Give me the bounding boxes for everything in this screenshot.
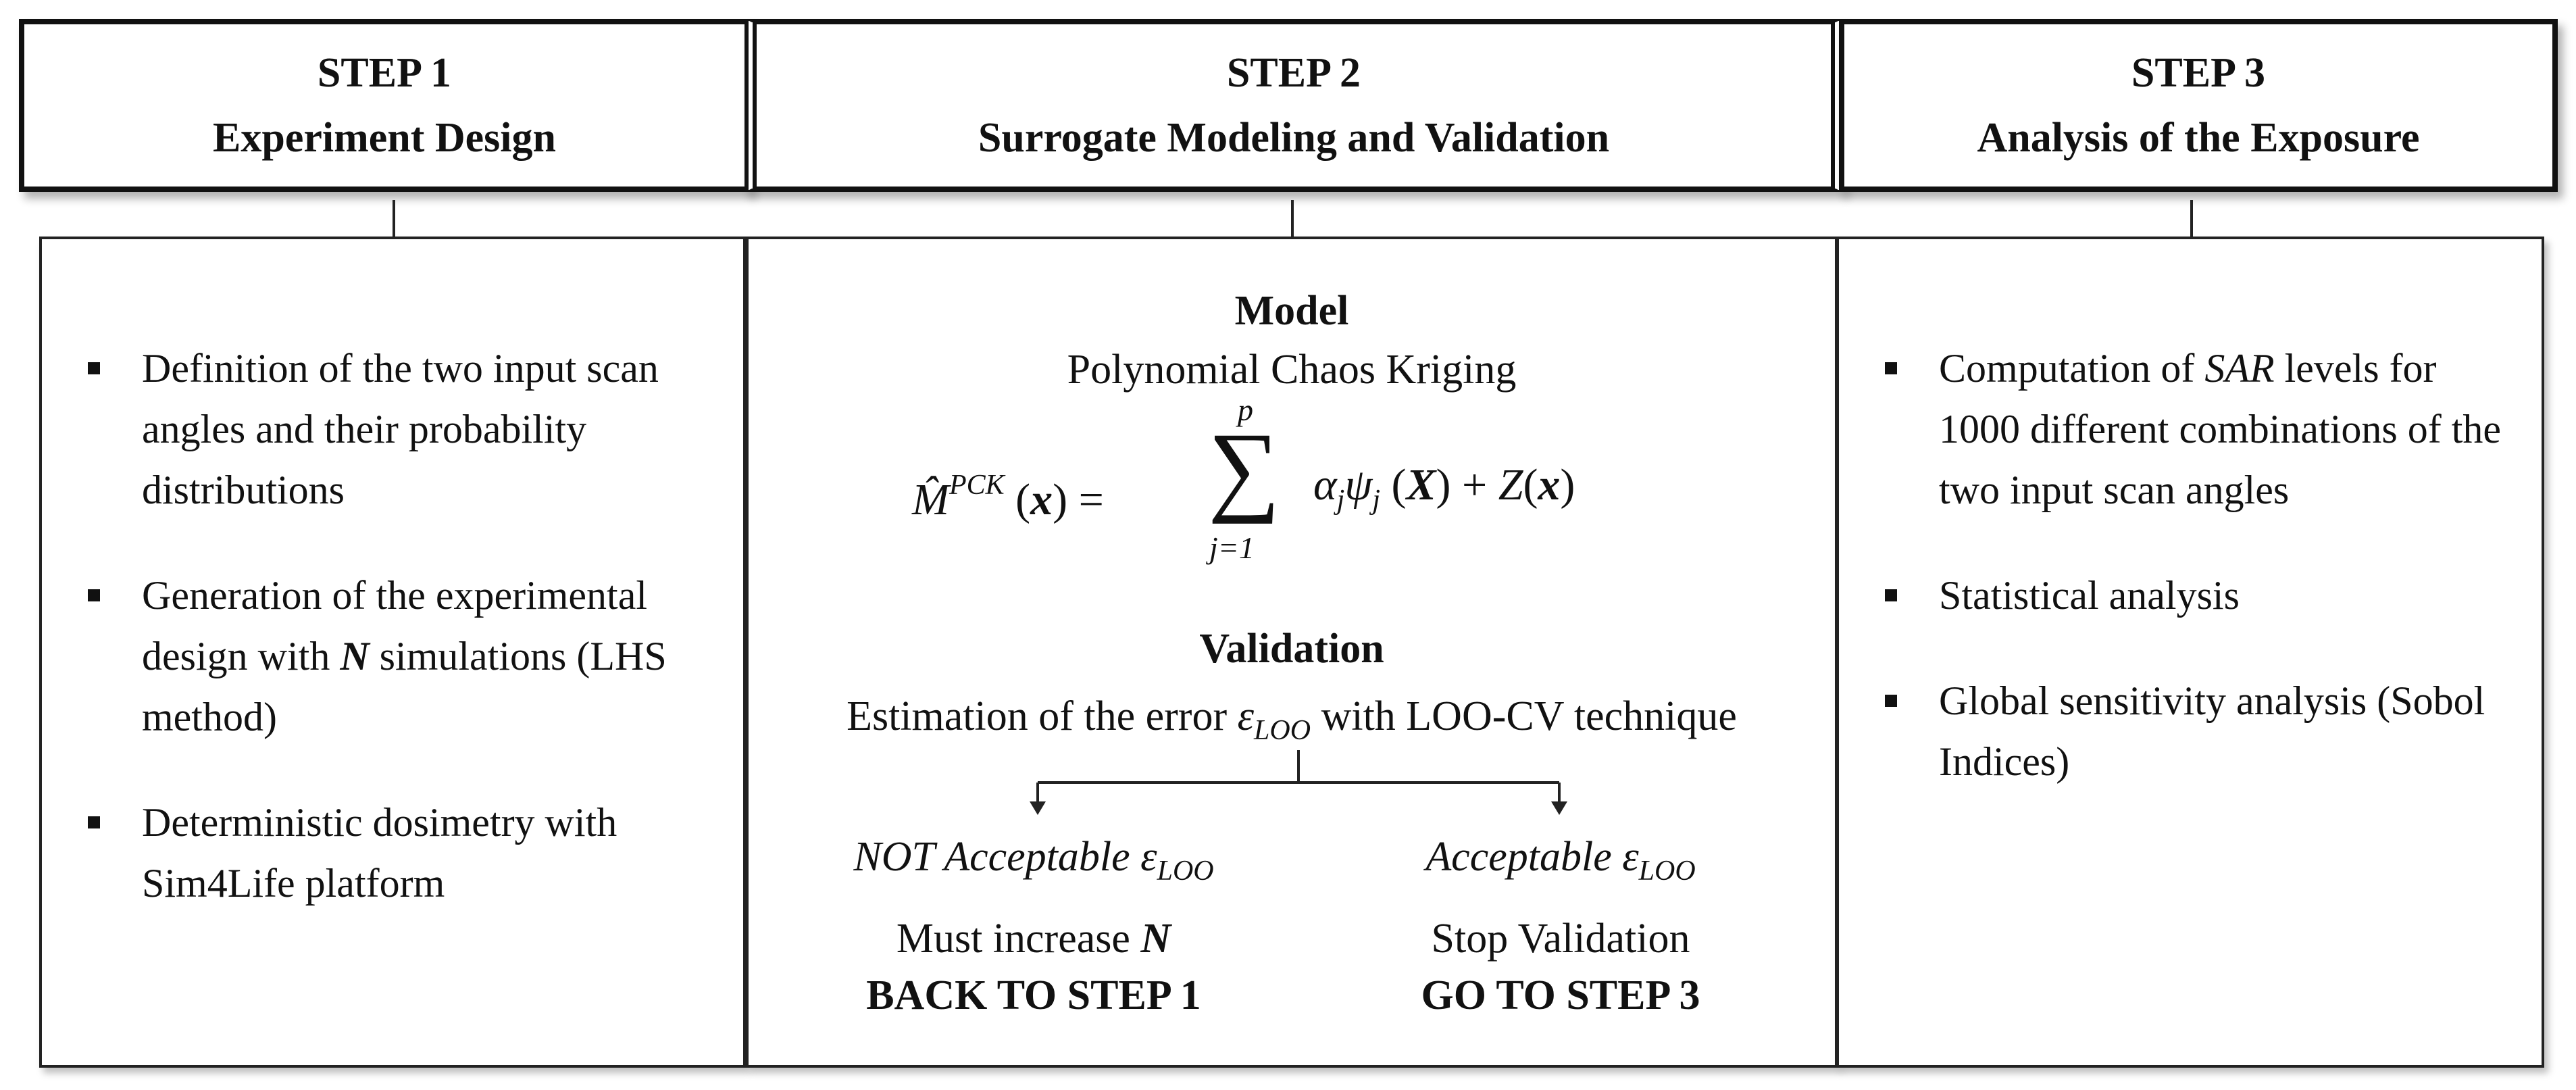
must-increase-line: Must increase N <box>777 910 1290 967</box>
step3-header: STEP 3 Analysis of the Exposure <box>1839 19 2558 192</box>
step2-title: Surrogate Modeling and Validation <box>978 115 1610 161</box>
step1-bullet: Generation of the experimental design wi… <box>81 565 730 747</box>
bullet-text: Statistical analysis <box>1939 573 2240 618</box>
step2-panel <box>746 237 1838 1068</box>
stop-validation: Stop Validation <box>1431 916 1690 962</box>
bullet-text: levels for 1000 different combinations o… <box>1939 346 2502 512</box>
not-acceptable-text: NOT Acceptable <box>853 834 1130 880</box>
epsilon-subscript: LOO <box>1638 856 1696 887</box>
arrow-left-head <box>1030 801 1046 815</box>
step1-bullet: Definition of the two input scan angles … <box>81 338 730 520</box>
step1-bullet: Deterministic dosimetry with Sim4Life pl… <box>81 792 730 914</box>
validation-text: Estimation of the error εLOO with LOO-CV… <box>746 688 1838 759</box>
sum-upper-limit: p <box>1238 393 1253 427</box>
branch-acceptable: Acceptable εLOO Stop Validation GO TO ST… <box>1304 828 1817 1024</box>
back-to-step1: BACK TO STEP 1 <box>866 972 1201 1018</box>
step3-panel <box>1836 237 2544 1068</box>
sum-lower-limit: j=1 <box>1209 530 1255 565</box>
equation-lhs: M̂PCK (x) = <box>912 457 1104 528</box>
epsilon-symbol: ε <box>1622 834 1639 880</box>
epsilon-symbol: ε <box>1237 693 1255 739</box>
step1-panel <box>39 237 746 1068</box>
variable-n: N <box>340 634 370 678</box>
step3-bullet: Computation of SAR levels for 1000 diffe… <box>1878 338 2527 520</box>
equation-superscript: PCK <box>949 470 1005 501</box>
model-name: Polynomial Chaos Kriging <box>1067 347 1517 393</box>
pck-equation: M̂PCK (x) = p ∑ j=1 αjψj (X) + Z(x) <box>746 392 1838 581</box>
step3-bullet-list: Computation of SAR levels for 1000 diffe… <box>1878 338 2527 837</box>
step3-title: Analysis of the Exposure <box>1977 115 2420 161</box>
acceptable-text: Acceptable <box>1425 834 1612 880</box>
validation-text-before: Estimation of the error <box>847 693 1228 739</box>
validation-heading: Validation <box>1199 626 1384 672</box>
equation-rhs: αjψj (X) + Z(x) <box>1313 460 1575 516</box>
branch-not-acceptable: NOT Acceptable εLOO Must increase N BACK… <box>777 828 1290 1024</box>
epsilon-subscript: LOO <box>1254 715 1311 746</box>
step3-bullet: Global sensitivity analysis (Sobol Indic… <box>1878 670 2527 792</box>
step3-number: STEP 3 <box>2131 50 2266 96</box>
equation-lhs-arg: (x) = <box>1015 475 1104 524</box>
step2-header: STEP 2 Surrogate Modeling and Validation <box>744 19 1843 192</box>
must-increase-text: Must increase <box>896 916 1130 962</box>
acceptable-label: Acceptable εLOO <box>1304 828 1817 899</box>
not-acceptable-label: NOT Acceptable εLOO <box>777 828 1290 899</box>
bullet-text: Definition of the two input scan angles … <box>142 346 659 512</box>
validation-text-after: with LOO-CV technique <box>1321 693 1737 739</box>
step1-title: Experiment Design <box>212 115 557 161</box>
epsilon-subscript: LOO <box>1157 856 1214 887</box>
step3-bracket-tie <box>2190 200 2193 239</box>
step2-bracket-tie <box>1291 200 1294 239</box>
bullet-text: simulations (LHS method) <box>142 634 667 739</box>
step1-header: STEP 1 Experiment Design <box>19 19 750 192</box>
epsilon-symbol: ε <box>1140 834 1157 880</box>
bullet-text: Computation of <box>1939 346 2195 391</box>
bullet-text: Generation of the experimental design wi… <box>142 573 648 678</box>
step2-number: STEP 2 <box>1226 50 1361 96</box>
variable-sar: SAR <box>2204 346 2275 391</box>
bullet-text: Global sensitivity analysis (Sobol Indic… <box>1939 678 2485 784</box>
step1-bullet-list: Definition of the two input scan angles … <box>81 338 730 958</box>
model-heading: Model <box>1234 288 1349 334</box>
step1-bracket-tie <box>393 200 395 239</box>
bullet-text: Deterministic dosimetry with Sim4Life pl… <box>142 800 617 906</box>
arrow-right-head <box>1551 801 1567 815</box>
sum-symbol: ∑ <box>1208 412 1280 524</box>
go-to-step3: GO TO STEP 3 <box>1421 972 1700 1018</box>
step1-number: STEP 1 <box>317 50 452 96</box>
equation-m-hat: M̂ <box>912 475 949 524</box>
step3-bullet: Statistical analysis <box>1878 565 2527 626</box>
variable-n: N <box>1140 916 1171 962</box>
